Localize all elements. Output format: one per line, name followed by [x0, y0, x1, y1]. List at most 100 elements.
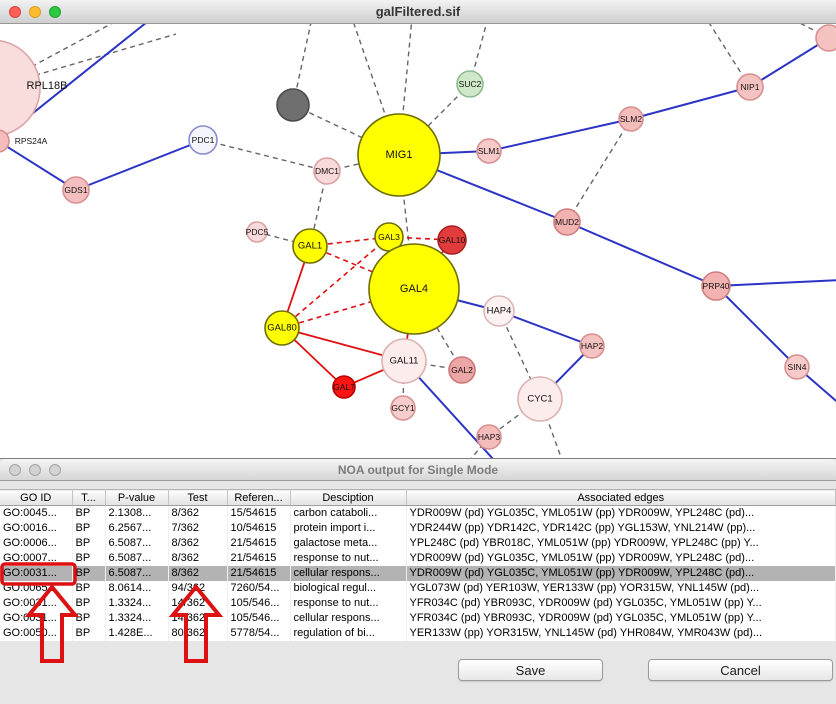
column-header-test[interactable]: Test: [168, 489, 228, 506]
network-node-hap2[interactable]: [579, 333, 605, 359]
table-cell[interactable]: 8/362: [168, 535, 228, 551]
table-cell[interactable]: GO:0031...: [0, 610, 73, 626]
network-edge-dashed[interactable]: [0, 24, 122, 88]
network-node-gray1[interactable]: [276, 88, 310, 122]
network-node-dmc1[interactable]: [313, 157, 341, 185]
network-node-rpl18b[interactable]: [0, 39, 41, 137]
network-edge-blue[interactable]: [630, 86, 751, 120]
cancel-button[interactable]: Cancel: [648, 659, 833, 681]
table-cell[interactable]: YDR009W (pd) YGL035C, YML051W (pp) YDR00…: [406, 565, 836, 581]
network-node-hap4[interactable]: [483, 295, 515, 327]
table-cell[interactable]: 21/54615: [227, 535, 291, 551]
network-edge-blue[interactable]: [715, 279, 836, 287]
table-cell[interactable]: 6.5087...: [105, 565, 169, 581]
table-cell[interactable]: cellular respons...: [290, 565, 407, 581]
network-node-slm2[interactable]: [618, 106, 644, 132]
table-cell[interactable]: 1.3324...: [105, 595, 169, 611]
table-cell[interactable]: 105/546...: [227, 595, 291, 611]
table-cell[interactable]: GO:0065...: [0, 580, 73, 596]
network-node-gds1[interactable]: [62, 176, 90, 204]
column-header-go-id[interactable]: GO ID: [0, 489, 73, 506]
network-node-cyc1[interactable]: [517, 376, 563, 422]
network-node-nip1[interactable]: [736, 73, 764, 101]
table-cell[interactable]: 8/362: [168, 505, 228, 521]
network-node-corner1[interactable]: [815, 24, 836, 52]
network-node-hap3[interactable]: [476, 424, 502, 450]
table-cell[interactable]: GO:0045...: [0, 505, 73, 521]
network-edge-dashed[interactable]: [352, 24, 400, 156]
minimize-button[interactable]: [29, 464, 41, 476]
table-cell[interactable]: 2.1308...: [105, 505, 169, 521]
network-node-gal4[interactable]: [368, 243, 460, 335]
network-node-suc2[interactable]: [456, 70, 484, 98]
network-edge-blue[interactable]: [749, 37, 830, 88]
table-cell[interactable]: YDR009W (pd) YGL035C, YML051W (pp) YDR00…: [406, 505, 836, 521]
table-cell[interactable]: BP: [72, 610, 106, 626]
table-cell[interactable]: 7/362: [168, 520, 228, 536]
network-edge-blue[interactable]: [488, 118, 632, 152]
network-node-gal1[interactable]: [292, 228, 328, 264]
table-cell[interactable]: BP: [72, 625, 106, 641]
network-edge-dashed[interactable]: [292, 24, 312, 106]
network-node-prp40[interactable]: [701, 271, 731, 301]
table-cell[interactable]: BP: [72, 565, 106, 581]
table-cell[interactable]: 105/546...: [227, 610, 291, 626]
table-cell[interactable]: BP: [72, 505, 106, 521]
table-cell[interactable]: BP: [72, 595, 106, 611]
table-cell[interactable]: 80/362: [168, 625, 228, 641]
network-edge-blue[interactable]: [566, 221, 717, 287]
network-node-pdc1[interactable]: [188, 125, 218, 155]
zoom-button[interactable]: [49, 464, 61, 476]
table-cell[interactable]: YDR244W (pp) YDR142C, YDR142C (pp) YGL15…: [406, 520, 836, 536]
table-cell[interactable]: 1.3324...: [105, 610, 169, 626]
network-edge-blue[interactable]: [75, 139, 204, 191]
table-cell[interactable]: YER133W (pp) YOR315W, YNL145W (pd) YHR08…: [406, 625, 836, 641]
table-cell[interactable]: BP: [72, 550, 106, 566]
network-node-gcy1[interactable]: [390, 395, 416, 421]
table-cell[interactable]: 5778/54...: [227, 625, 291, 641]
network-node-gal2[interactable]: [448, 356, 476, 384]
table-cell[interactable]: 15/54615: [227, 505, 291, 521]
column-header-associated-edges[interactable]: Associated edges: [406, 489, 836, 506]
table-cell[interactable]: 7260/54...: [227, 580, 291, 596]
column-header-referen[interactable]: Referen...: [227, 489, 291, 506]
table-cell[interactable]: protein import i...: [290, 520, 407, 536]
close-button[interactable]: [9, 6, 21, 18]
network-node-mig1[interactable]: [357, 113, 441, 197]
table-cell[interactable]: 8/362: [168, 565, 228, 581]
zoom-button[interactable]: [49, 6, 61, 18]
table-cell[interactable]: GO:0006...: [0, 535, 73, 551]
table-cell[interactable]: GO:0050...: [0, 625, 73, 641]
table-cell[interactable]: 1.428E...: [105, 625, 169, 641]
network-edge-dashed[interactable]: [790, 24, 830, 39]
table-cell[interactable]: 6.5087...: [105, 550, 169, 566]
table-cell[interactable]: 6.5087...: [105, 535, 169, 551]
network-node-slm1[interactable]: [476, 138, 502, 164]
network-edge-blue[interactable]: [498, 310, 593, 347]
minimize-button[interactable]: [29, 6, 41, 18]
network-edge-red-dashed[interactable]: [281, 236, 390, 329]
table-cell[interactable]: regulation of bi...: [290, 625, 407, 641]
table-cell[interactable]: 14/362: [168, 610, 228, 626]
table-cell[interactable]: 14/362: [168, 595, 228, 611]
table-cell[interactable]: BP: [72, 520, 106, 536]
column-header-desciption[interactable]: Desciption: [290, 489, 407, 506]
table-cell[interactable]: GO:0016...: [0, 520, 73, 536]
network-window-titlebar[interactable]: galFiltered.sif: [0, 0, 836, 24]
table-cell[interactable]: 21/54615: [227, 565, 291, 581]
column-header-t[interactable]: T...: [72, 489, 106, 506]
table-cell[interactable]: GO:0007...: [0, 550, 73, 566]
table-cell[interactable]: YFR034C (pd) YBR093C, YDR009W (pd) YGL03…: [406, 595, 836, 611]
table-cell[interactable]: 21/54615: [227, 550, 291, 566]
network-node-gal11[interactable]: [381, 338, 427, 384]
network-node-sin4[interactable]: [784, 354, 810, 380]
network-edge-blue[interactable]: [0, 141, 77, 191]
table-cell[interactable]: BP: [72, 580, 106, 596]
table-cell[interactable]: 8.0614...: [105, 580, 169, 596]
network-node-pdc5[interactable]: [246, 221, 268, 243]
